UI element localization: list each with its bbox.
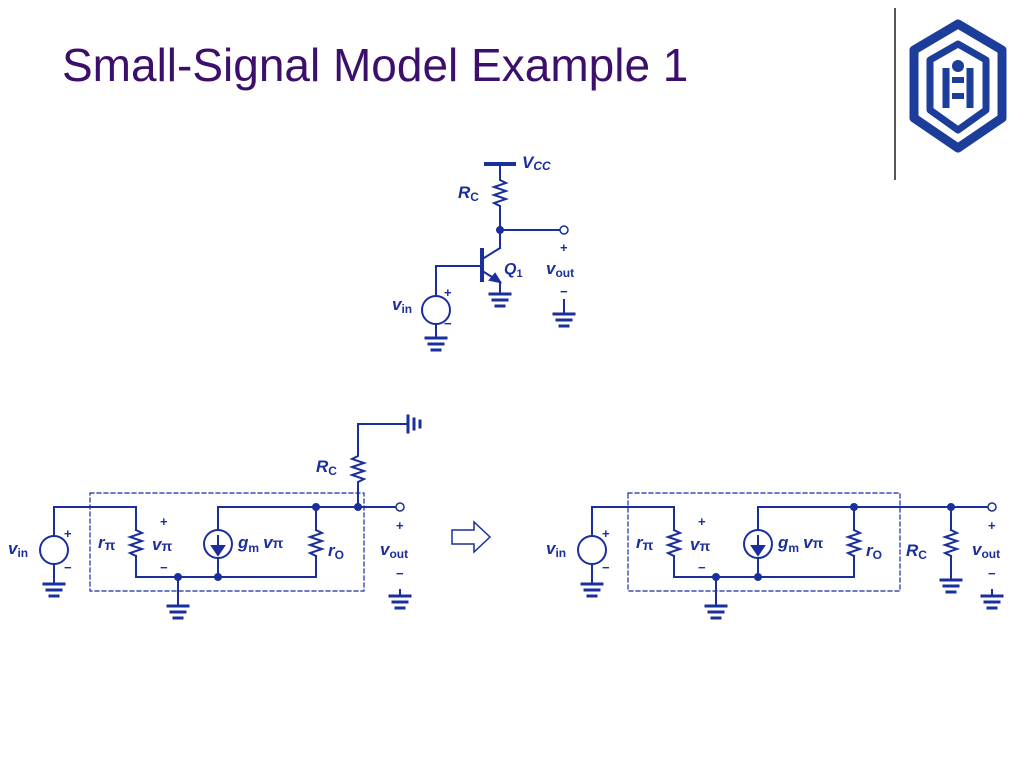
left-vin-plus: + (64, 526, 72, 541)
right-ro-resistor (844, 528, 864, 558)
top-rc-resistor (490, 175, 510, 211)
left-ro-resistor (306, 528, 326, 558)
left-vpi-plus: + (160, 514, 168, 529)
right-vpi-label: vπ (690, 535, 710, 554)
left-vout-plus: + (396, 518, 404, 533)
left-rc-label: RC (316, 457, 337, 478)
top-vin-plus: + (444, 285, 452, 300)
right-vin-minus: − (602, 560, 610, 575)
slide-title: Small-Signal Model Example 1 (62, 39, 689, 91)
left-model-circuit (39, 414, 422, 620)
left-rpi-resistor (126, 528, 146, 558)
right-vpi-plus: + (698, 514, 706, 529)
top-rc-label: RC (458, 183, 479, 204)
left-rc-resistor (348, 451, 368, 487)
right-rpi-label: rπ (636, 533, 654, 553)
left-bjt-model-box (89, 492, 365, 592)
left-vout-minus: − (396, 566, 404, 581)
top-circuit (421, 162, 576, 352)
right-arrow-icon (451, 520, 492, 554)
right-rc-label: RC (906, 541, 927, 562)
left-rpi-label: rπ (98, 533, 116, 553)
left-model-ground-icon (166, 604, 190, 620)
right-rc-ground-icon (939, 578, 963, 594)
right-vin-plus: + (602, 526, 610, 541)
right-bjt-model-box (627, 492, 901, 592)
left-vout-label: vout (380, 540, 408, 561)
right-ro-label: rO (866, 541, 882, 562)
top-vin-ground-icon (424, 336, 448, 352)
left-vpi-minus: − (160, 560, 168, 575)
right-rc-resistor (941, 528, 961, 558)
right-vout-label: vout (972, 540, 1000, 561)
ac-ground-icon (406, 414, 422, 434)
left-vout-terminal (395, 502, 405, 512)
right-vout-plus: + (988, 518, 996, 533)
right-model-circuit (577, 492, 1004, 620)
right-vout-ground-icon (980, 589, 1004, 610)
top-vin-minus: − (444, 316, 452, 331)
vcc-label: VCC (522, 153, 551, 173)
top-vout-plus: + (560, 240, 568, 255)
right-vout-minus: − (988, 566, 996, 581)
left-ro-label: rO (328, 541, 344, 562)
top-vout-ground-icon (552, 299, 576, 328)
right-model-ground-icon (704, 604, 728, 620)
q1-label: Q1 (504, 261, 523, 280)
left-vin-label: vin (8, 539, 28, 560)
right-rpi-resistor (664, 528, 684, 558)
top-vout-terminal (559, 225, 569, 235)
left-vin-minus: − (64, 560, 72, 575)
left-vout-ground-icon (388, 589, 412, 610)
right-vin-label: vin (546, 539, 566, 560)
right-vpi-minus: − (698, 560, 706, 575)
vertical-divider (894, 8, 896, 180)
top-vout-minus: − (560, 284, 568, 299)
university-emblem-icon (909, 19, 1007, 153)
left-vin-ground-icon (42, 582, 66, 598)
right-vin-ground-icon (580, 582, 604, 598)
left-vpi-label: vπ (152, 535, 172, 554)
top-vin-label: vin (392, 295, 412, 316)
right-vout-terminal (987, 502, 997, 512)
top-vout-label: vout (546, 259, 574, 280)
